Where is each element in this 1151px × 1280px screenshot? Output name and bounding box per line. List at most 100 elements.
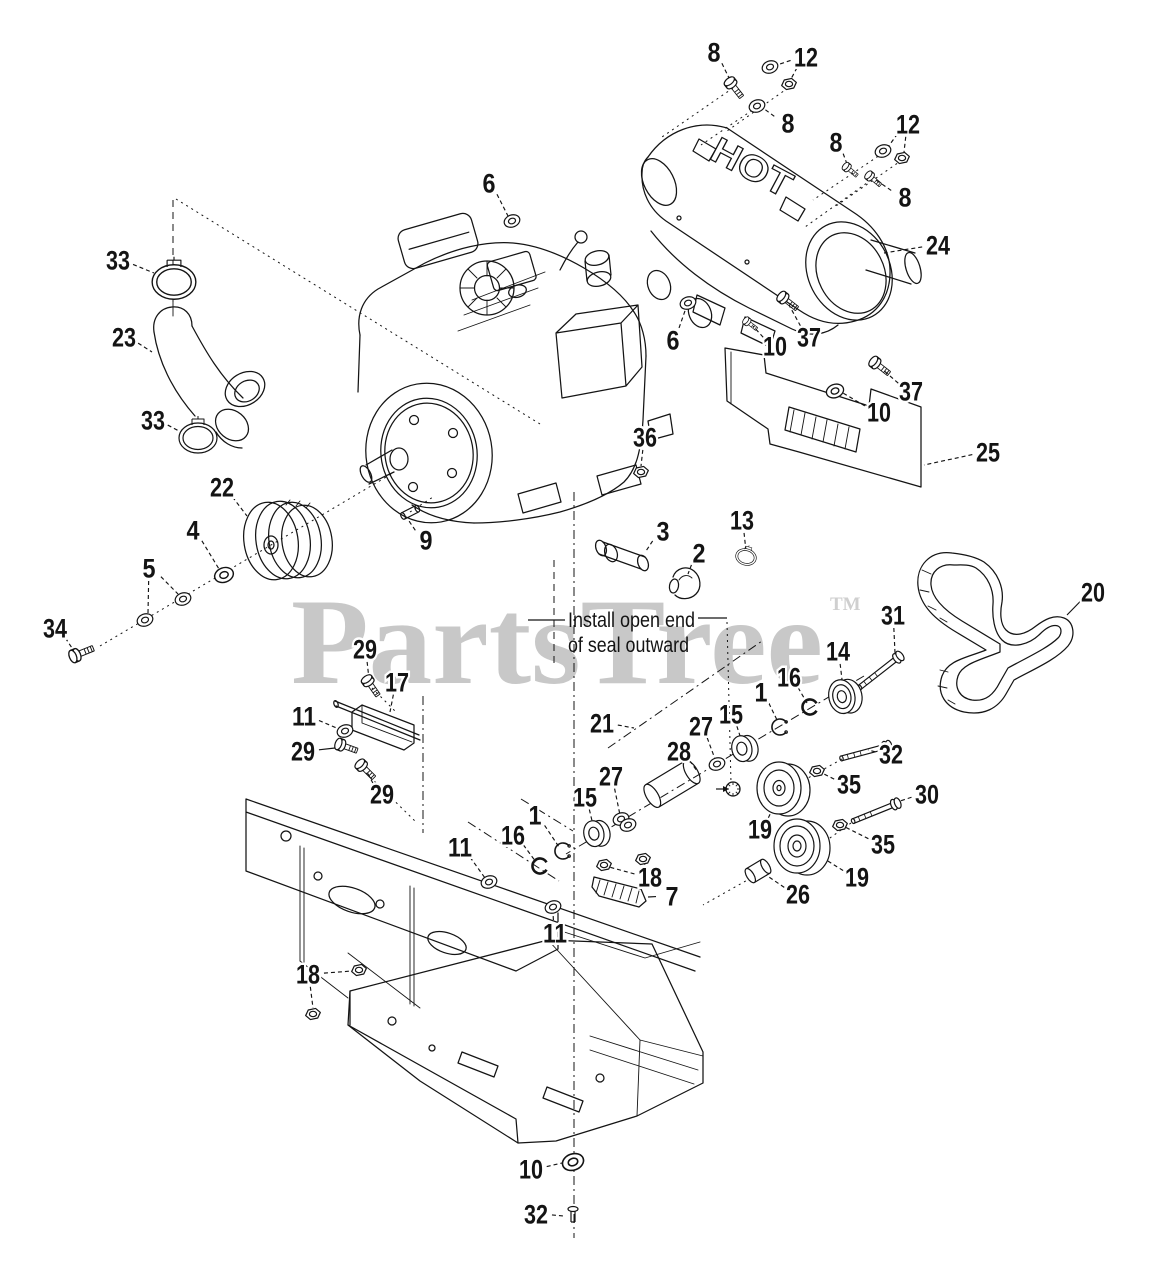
callout-23: 23 <box>112 323 136 353</box>
callout-29: 29 <box>370 780 394 810</box>
nut-35-icon <box>832 818 848 832</box>
nut-18-icon <box>596 858 612 872</box>
callout-26: 26 <box>786 880 810 910</box>
callout-31: 31 <box>881 601 905 631</box>
bolt-34-icon <box>68 645 95 664</box>
leader-5 <box>160 576 179 595</box>
callout-22: 22 <box>210 473 234 503</box>
washer-6-icon <box>679 296 697 310</box>
nut-35-icon <box>809 764 825 778</box>
hardware-glyphs <box>68 60 910 1223</box>
callout-2: 2 <box>693 539 706 569</box>
ring-16-icon <box>801 698 818 716</box>
leader-26 <box>765 874 785 888</box>
bolt-29-icon <box>354 758 377 781</box>
leader-22 <box>231 496 248 517</box>
callout-15: 15 <box>719 700 743 730</box>
bolt-8-icon <box>723 76 745 99</box>
leader-27 <box>614 788 621 816</box>
callout-10: 10 <box>867 398 891 428</box>
callout-25: 25 <box>976 438 1000 468</box>
leader-17 <box>389 694 394 713</box>
leader-30 <box>899 796 912 802</box>
leader-5 <box>147 580 150 614</box>
leader-lines <box>64 59 1082 1217</box>
nut-18-icon <box>635 852 651 866</box>
callout-29: 29 <box>353 635 377 665</box>
callout-36: 36 <box>633 423 657 453</box>
leader-31 <box>893 627 896 654</box>
nut-12-icon <box>781 77 797 91</box>
callout-33: 33 <box>141 406 165 436</box>
leader-21 <box>617 724 635 729</box>
washer-6-icon <box>503 214 521 228</box>
crankshaft-axis-line <box>99 472 394 647</box>
callout-35: 35 <box>837 770 861 800</box>
leader-3 <box>645 540 654 552</box>
idler-arm-line <box>607 640 763 749</box>
leader-37 <box>788 304 802 327</box>
callout-35: 35 <box>871 830 895 860</box>
callout-19: 19 <box>845 863 869 893</box>
washer-12-icon <box>874 144 892 158</box>
callout-11: 11 <box>543 919 567 949</box>
bolt-29-icon <box>360 674 381 698</box>
bolt-37-icon <box>868 355 891 377</box>
leader-27 <box>706 737 716 760</box>
leader-11 <box>469 856 486 879</box>
callout-28: 28 <box>667 737 691 767</box>
nut-36-icon <box>633 465 649 479</box>
leader-19 <box>814 852 844 872</box>
leader-12 <box>790 67 798 80</box>
frame-rails-art <box>245 798 701 1009</box>
leader-33 <box>167 424 180 432</box>
bearing-15-icon <box>731 734 759 763</box>
leader-8 <box>762 107 775 117</box>
callout-10: 10 <box>763 332 787 362</box>
leader-35 <box>844 826 869 840</box>
leader-12 <box>776 59 791 66</box>
leader-12 <box>887 133 898 148</box>
callout-6: 6 <box>483 169 496 199</box>
leader-25 <box>923 454 973 466</box>
callout-11: 11 <box>448 833 472 863</box>
screw-32-icon <box>567 1205 579 1223</box>
callout-8: 8 <box>782 109 795 139</box>
callout-6: 6 <box>667 326 680 356</box>
callout-20: 20 <box>1081 578 1105 608</box>
leader-4 <box>201 540 220 570</box>
leader-6 <box>678 307 687 329</box>
pin-9-icon <box>400 504 421 520</box>
washer-11-icon <box>480 875 498 889</box>
engine-assembly-art <box>357 212 674 524</box>
leader-33 <box>132 263 155 274</box>
callout-12: 12 <box>896 110 920 140</box>
ring-1-icon <box>554 842 571 860</box>
callout-37: 37 <box>899 377 923 407</box>
bracket-7-art <box>591 876 647 908</box>
callout-15: 15 <box>573 783 597 813</box>
leader-9 <box>408 520 416 531</box>
engine-base-deck-art <box>347 939 704 1144</box>
callout-16: 16 <box>501 821 525 851</box>
callout-37: 37 <box>797 323 821 353</box>
leader-11 <box>318 719 340 730</box>
watermark-tm: TM <box>830 594 861 615</box>
pin-axis-line <box>409 496 434 513</box>
callout-32: 32 <box>879 740 903 770</box>
bearing-15-icon <box>583 819 611 848</box>
flywheel-art <box>359 382 493 524</box>
bolt-8-icon <box>864 170 883 188</box>
spacer-26-icon <box>744 858 772 884</box>
nut-18-icon <box>305 1007 321 1021</box>
washer-5-icon <box>136 613 154 627</box>
watermark: PartsTree TM <box>291 573 861 710</box>
callout-19: 19 <box>748 815 772 845</box>
bolt-8-icon <box>841 161 859 178</box>
leader-2 <box>687 564 693 575</box>
leader-29 <box>318 747 336 751</box>
leader-20 <box>1066 600 1082 616</box>
